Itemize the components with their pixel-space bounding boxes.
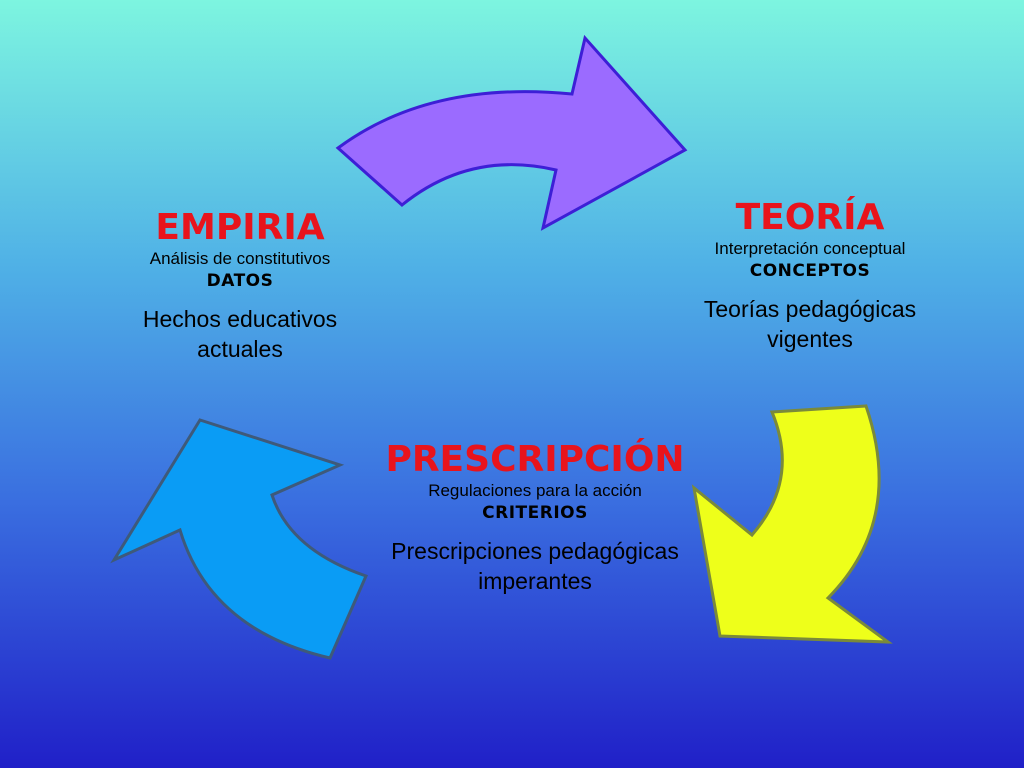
teoria-description-line2: vigentes [767, 325, 853, 352]
empiria-description: Hechos educativos actuales [90, 304, 390, 364]
arrow-teoria-to-prescripcion [691, 404, 893, 644]
empiria-description-line2: actuales [197, 335, 283, 362]
teoria-subtitle: Interpretación conceptual [714, 238, 906, 258]
empiria-keyword: DATOS [206, 270, 274, 291]
teoria-description-line1: Teorías pedagógicas [703, 295, 917, 322]
empiria-title: EMPIRIA [155, 207, 325, 248]
prescripcion-keyword: CRITERIOS [482, 502, 588, 523]
arrow-empiria-to-teoria [335, 34, 688, 231]
teoria-title: TEORÍA [735, 197, 885, 238]
empiria-description-line1: Hechos educativos [142, 305, 338, 332]
prescripcion-description-line2: imperantes [478, 567, 592, 594]
node-empiria: EMPIRIA Análisis de constitutivos DATOS … [90, 208, 390, 364]
arrow-prescripcion-to-empiria [110, 418, 369, 660]
node-teoria: TEORÍA Interpretación conceptual CONCEPT… [660, 198, 960, 354]
teoria-description: Teorías pedagógicas vigentes [660, 294, 960, 354]
prescripcion-title: PRESCRIPCIÓN [385, 439, 685, 480]
prescripcion-description-line1: Prescripciones pedagógicas [391, 537, 679, 564]
teoria-keyword: CONCEPTOS [749, 260, 871, 281]
node-prescripcion: PRESCRIPCIÓN Regulaciones para la acción… [330, 440, 740, 596]
prescripcion-description: Prescripciones pedagógicas imperantes [330, 536, 740, 596]
empiria-subtitle: Análisis de constitutivos [149, 248, 331, 268]
prescripcion-subtitle: Regulaciones para la acción [428, 480, 642, 500]
